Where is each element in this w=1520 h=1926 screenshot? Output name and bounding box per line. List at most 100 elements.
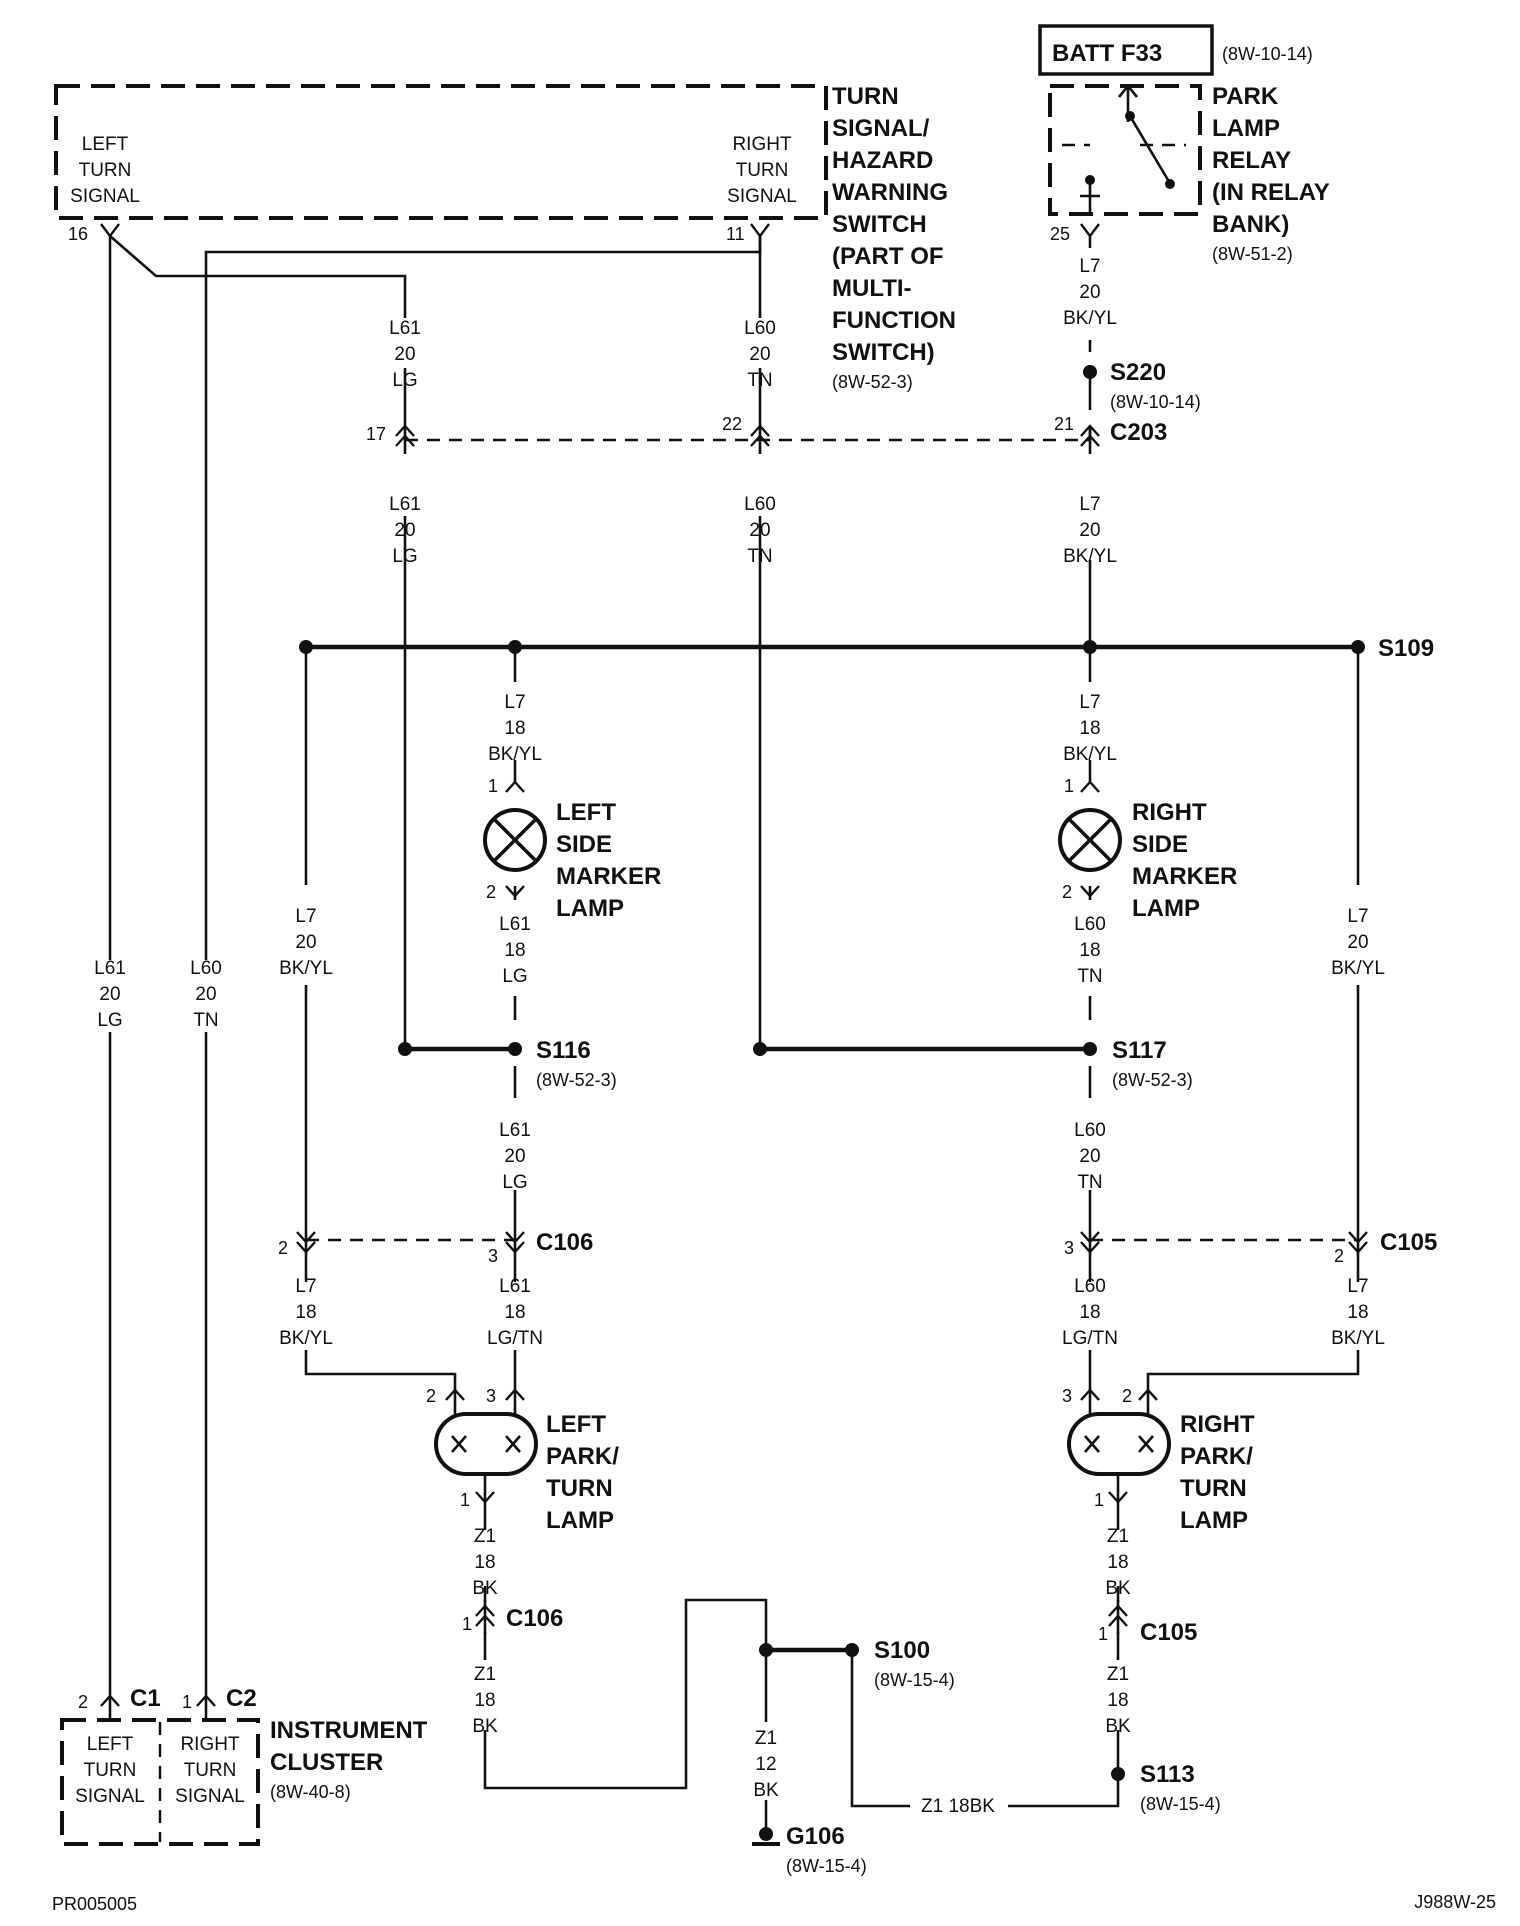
svg-text:TN: TN: [193, 1010, 218, 1031]
right-side-marker-lamp: [1058, 808, 1122, 872]
svg-text:20: 20: [394, 520, 415, 541]
svg-text:(PART OF: (PART OF: [832, 243, 944, 270]
svg-text:S116: S116: [536, 1037, 591, 1064]
svg-text:TURN: TURN: [1180, 1475, 1247, 1502]
svg-text:18: 18: [295, 1302, 316, 1323]
svg-text:(8W-52-3): (8W-52-3): [1112, 1070, 1193, 1090]
svg-text:L61: L61: [94, 958, 126, 979]
svg-text:LG: LG: [392, 370, 417, 391]
wire-labels: L61 20 LG L60 20 TN L7 20 BK/YL L61 20 L…: [94, 256, 1385, 1817]
svg-text:20: 20: [749, 344, 770, 365]
connector-labels: C203 C106 C105 C106 C105 C1 C2 G106 (8W-…: [130, 419, 1437, 1876]
svg-text:BK/YL: BK/YL: [1331, 958, 1385, 979]
svg-text:20: 20: [195, 984, 216, 1005]
svg-text:2: 2: [278, 1238, 288, 1258]
svg-text:L60: L60: [744, 494, 776, 515]
svg-text:L61: L61: [389, 318, 421, 339]
svg-text:BK: BK: [472, 1716, 498, 1737]
batt-f33-fuse: BATT F33: [1038, 24, 1214, 76]
svg-text:INSTRUMENT: INSTRUMENT: [270, 1717, 428, 1744]
svg-text:18: 18: [1079, 940, 1100, 961]
svg-text:SIDE: SIDE: [556, 831, 612, 858]
left-side-marker-lamp: [483, 808, 547, 872]
relay-title: PARK LAMP RELAY (IN RELAY BANK) (8W-51-2…: [1212, 83, 1330, 264]
svg-text:L7: L7: [1347, 906, 1368, 927]
svg-text:22: 22: [722, 414, 742, 434]
svg-text:BANK): BANK): [1212, 211, 1289, 238]
svg-text:TN: TN: [1077, 966, 1102, 987]
svg-text:2: 2: [1062, 882, 1072, 902]
svg-text:18: 18: [504, 940, 525, 961]
svg-text:20: 20: [1079, 520, 1100, 541]
svg-text:18: 18: [1107, 1552, 1128, 1573]
svg-text:Z1: Z1: [1107, 1664, 1129, 1685]
svg-text:(8W-40-8): (8W-40-8): [270, 1782, 351, 1802]
svg-text:C1: C1: [130, 1685, 161, 1712]
svg-text:LEFT: LEFT: [546, 1411, 606, 1438]
svg-text:20: 20: [1079, 282, 1100, 303]
svg-text:S113: S113: [1140, 1761, 1195, 1788]
svg-text:C2: C2: [226, 1685, 257, 1712]
svg-text:11: 11: [726, 224, 745, 244]
svg-text:RIGHT: RIGHT: [1180, 1411, 1255, 1438]
svg-text:1: 1: [1098, 1624, 1108, 1644]
svg-text:(8W-15-4): (8W-15-4): [1140, 1794, 1221, 1814]
svg-text:Z1: Z1: [755, 1728, 777, 1749]
svg-text:SIGNAL: SIGNAL: [75, 1786, 145, 1807]
svg-text:SIGNAL: SIGNAL: [175, 1786, 245, 1807]
svg-text:2: 2: [78, 1692, 88, 1712]
svg-text:L60: L60: [1074, 1276, 1106, 1297]
lamp-labels: LEFT SIDE MARKER LAMP RIGHT SIDE MARKER …: [546, 799, 1255, 1534]
right-park-turn-lamp: [1067, 1412, 1171, 1476]
svg-text:C106: C106: [506, 1605, 563, 1632]
svg-text:SWITCH): SWITCH): [832, 339, 935, 366]
svg-text:TN: TN: [747, 370, 772, 391]
svg-text:17: 17: [366, 424, 386, 444]
svg-text:LG/TN: LG/TN: [487, 1328, 543, 1349]
svg-text:(8W-15-4): (8W-15-4): [874, 1670, 955, 1690]
svg-text:BK/YL: BK/YL: [488, 744, 542, 765]
svg-text:C105: C105: [1380, 1229, 1437, 1256]
svg-text:12: 12: [755, 1754, 776, 1775]
svg-text:CLUSTER: CLUSTER: [270, 1749, 383, 1776]
svg-text:L7: L7: [1079, 692, 1100, 713]
svg-text:1: 1: [1064, 776, 1074, 796]
fuse-ref: (8W-10-14): [1222, 44, 1313, 64]
svg-text:2: 2: [486, 882, 496, 902]
svg-text:18: 18: [1079, 718, 1100, 739]
svg-text:18: 18: [1079, 1302, 1100, 1323]
svg-text:LAMP: LAMP: [1132, 895, 1200, 922]
svg-text:1: 1: [1094, 1490, 1104, 1510]
svg-text:BK: BK: [1105, 1716, 1131, 1737]
svg-text:L7: L7: [504, 692, 525, 713]
svg-text:18: 18: [1107, 1690, 1128, 1711]
svg-text:1: 1: [488, 776, 498, 796]
ground-symbol: [752, 1827, 780, 1846]
svg-text:BK/YL: BK/YL: [1063, 744, 1117, 765]
svg-text:(8W-52-3): (8W-52-3): [832, 372, 913, 392]
svg-text:25: 25: [1050, 224, 1070, 244]
svg-text:20: 20: [749, 520, 770, 541]
svg-text:BK/YL: BK/YL: [279, 1328, 333, 1349]
instrument-cluster: LEFT TURN SIGNAL RIGHT TURN SIGNAL: [60, 1718, 260, 1846]
svg-text:LEFT: LEFT: [556, 799, 616, 826]
svg-text:LG: LG: [502, 966, 527, 987]
svg-text:(8W-51-2): (8W-51-2): [1212, 244, 1293, 264]
pin-numbers: 16 11 25 17 22 21 1 2 1 2 2 3 3 2 2 3 3 …: [68, 224, 1344, 1712]
svg-text:18: 18: [474, 1552, 495, 1573]
svg-text:RELAY: RELAY: [1212, 147, 1291, 174]
svg-text:LAMP: LAMP: [546, 1507, 614, 1534]
svg-text:20: 20: [394, 344, 415, 365]
connector-pins: [100, 223, 1368, 1720]
svg-text:PARK/: PARK/: [546, 1443, 619, 1470]
svg-text:HAZARD: HAZARD: [832, 147, 933, 174]
svg-text:L7: L7: [1347, 1276, 1368, 1297]
svg-text:PARK: PARK: [1212, 83, 1279, 110]
svg-text:Z1: Z1: [1107, 1526, 1129, 1547]
svg-text:L61: L61: [499, 1276, 531, 1297]
svg-text:BK/YL: BK/YL: [1063, 308, 1117, 329]
splice-dots: [299, 365, 1365, 1781]
svg-text:L7: L7: [295, 1276, 316, 1297]
svg-text:LAMP: LAMP: [1180, 1507, 1248, 1534]
